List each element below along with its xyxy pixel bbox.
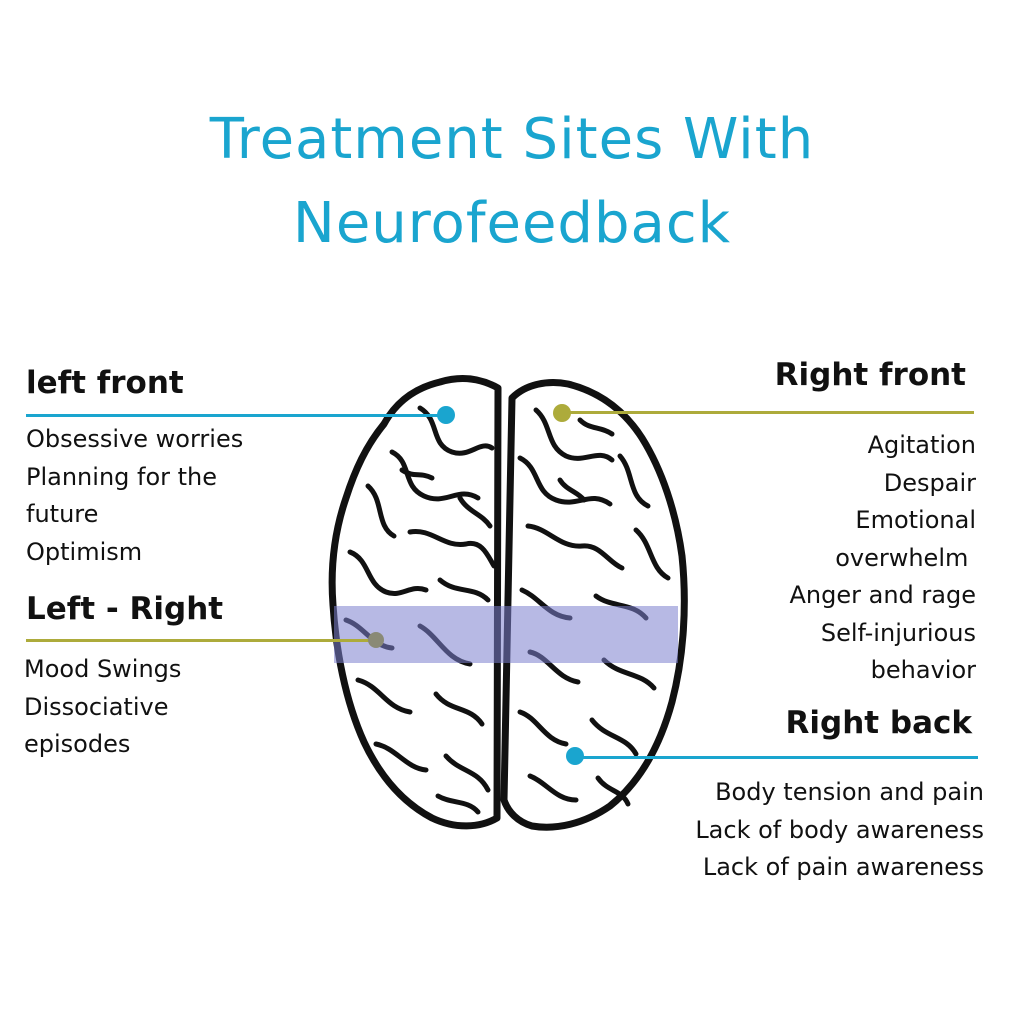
left-front-heading: left front	[26, 365, 184, 401]
list-item: Self-injurious	[820, 618, 976, 647]
list-item: episodes	[24, 730, 131, 758]
list-item: behavior	[870, 656, 976, 684]
list-item: Planning for the	[26, 462, 218, 491]
right-front-leader-line	[562, 411, 974, 414]
left-hemisphere	[328, 375, 502, 830]
right-front-heading: Right front	[774, 357, 966, 393]
right-back-list: Body tension and pain Lack of body aware…	[695, 774, 984, 887]
title-line-1: Treatment Sites With	[209, 107, 815, 172]
right-back-heading: Right back	[785, 705, 972, 741]
list-item: Emotional	[855, 506, 976, 534]
list-item: Mood Swings	[24, 655, 182, 683]
list-item: Optimism	[26, 537, 143, 566]
list-item: Obsessive worries	[26, 425, 244, 453]
list-item: Lack of pain awareness	[702, 853, 984, 881]
list-item: Despair	[883, 468, 976, 497]
title-line-2: Neurofeedback	[292, 191, 732, 256]
left-right-leader-line	[26, 639, 378, 642]
list-item: future	[26, 500, 99, 528]
right-back-leader-line	[576, 756, 978, 759]
left-right-list: Mood Swings Dissociative episodes	[24, 651, 181, 764]
left-front-marker-dot	[437, 406, 455, 424]
right-back-marker-dot	[566, 747, 584, 765]
list-item: overwhelm	[835, 543, 976, 572]
right-front-list: Agitation Despair Emotional overwhelm An…	[790, 427, 976, 690]
list-item: Body tension and pain	[715, 778, 984, 806]
list-item: Dissociative	[24, 692, 169, 721]
left-right-band-highlight	[334, 606, 678, 663]
right-hemisphere	[500, 379, 688, 831]
left-front-leader-line	[26, 414, 446, 417]
list-item: Anger and rage	[789, 581, 976, 609]
list-item: Lack of body awareness	[695, 815, 984, 844]
left-front-list: Obsessive worries Planning for the futur…	[26, 421, 243, 571]
left-right-heading: Left - Right	[26, 591, 224, 627]
list-item: Agitation	[867, 431, 976, 459]
left-right-marker-dot	[368, 632, 384, 648]
right-front-marker-dot	[553, 404, 571, 422]
